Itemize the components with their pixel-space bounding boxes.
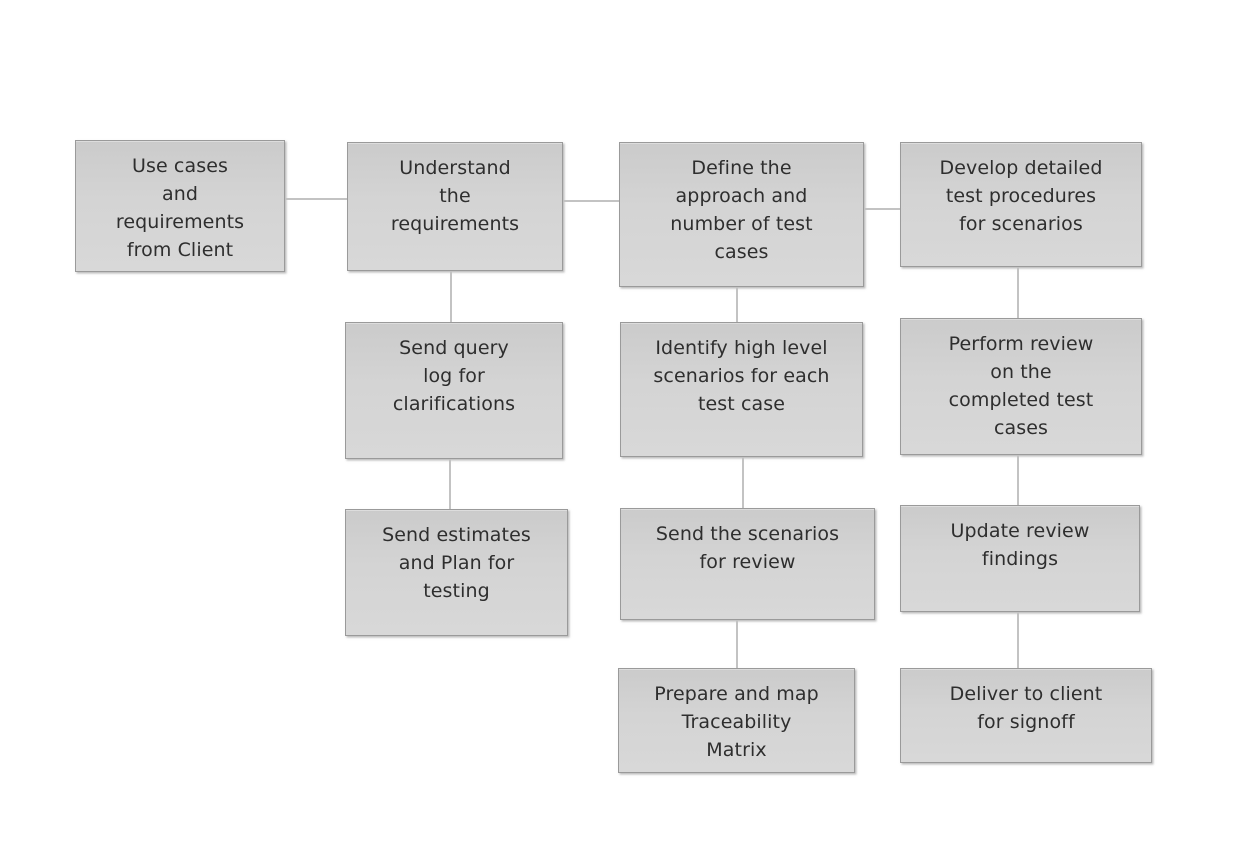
connector-understand-define <box>563 200 619 202</box>
flow-node-label: Send query log for clarifications <box>392 337 516 415</box>
flow-node-label: Update review findings <box>950 520 1090 570</box>
connector-updatefindings-deliver <box>1017 612 1019 668</box>
flow-node-understand-requirements: Understand the requirements <box>347 142 563 271</box>
connector-define-identify <box>736 287 738 322</box>
connector-define-develop <box>864 208 900 210</box>
flow-node-send-scenarios-review: Send the scenarios for review <box>620 508 875 620</box>
flow-node-label: Define the approach and number of test c… <box>670 157 813 263</box>
flow-node-send-estimates: Send estimates and Plan for testing <box>345 509 568 636</box>
flow-node-label: Deliver to client for signoff <box>949 683 1103 733</box>
connector-develop-performreview <box>1017 267 1019 318</box>
connector-usecases-understand <box>285 198 347 200</box>
flow-node-label: Develop detailed test procedures for sce… <box>939 157 1103 235</box>
connector-sendquery-sendestimates <box>449 459 451 509</box>
connector-understand-sendquery <box>450 271 452 322</box>
flow-node-label: Send estimates and Plan for testing <box>382 524 531 602</box>
flow-node-perform-review: Perform review on the completed test cas… <box>900 318 1142 455</box>
flow-node-prepare-traceability-matrix: Prepare and map Traceability Matrix <box>618 668 855 773</box>
flow-node-develop-test-procedures: Develop detailed test procedures for sce… <box>900 142 1142 267</box>
flow-node-label: Prepare and map Traceability Matrix <box>654 683 819 761</box>
flow-node-label: Perform review on the completed test cas… <box>948 333 1094 439</box>
flow-node-send-query-log: Send query log for clarifications <box>345 322 563 459</box>
flow-node-define-approach: Define the approach and number of test c… <box>619 142 864 287</box>
flow-node-update-review-findings: Update review findings <box>900 505 1140 612</box>
flow-node-label: Understand the requirements <box>390 157 520 235</box>
flow-node-label: Send the scenarios for review <box>655 523 840 573</box>
connector-identify-sendscenarios <box>742 457 744 508</box>
connector-performreview-updatefindings <box>1017 455 1019 505</box>
flow-node-deliver-signoff: Deliver to client for signoff <box>900 668 1152 763</box>
flow-node-label: Use cases and requirements from Client <box>115 155 245 261</box>
flow-node-use-cases-requirements: Use cases and requirements from Client <box>75 140 285 272</box>
flow-node-identify-scenarios: Identify high level scenarios for each t… <box>620 322 863 457</box>
flow-node-label: Identify high level scenarios for each t… <box>653 337 830 415</box>
connector-sendscenarios-traceability <box>736 620 738 668</box>
